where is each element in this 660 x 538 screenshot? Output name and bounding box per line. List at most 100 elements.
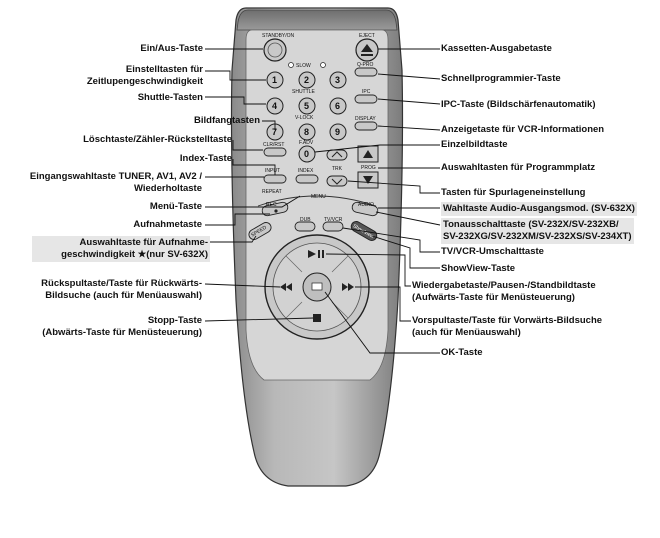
digit-button-8[interactable]: 8	[298, 123, 316, 141]
menu-arc	[257, 195, 377, 207]
leader-line	[377, 125, 441, 131]
digit-button-9[interactable]: 9	[329, 123, 347, 141]
label-prog: Auswahltasten für Programmplatz	[441, 162, 596, 173]
speed-button[interactable]	[247, 221, 273, 242]
slow-title: SLOW	[296, 63, 311, 69]
label-fadv: Einzelbildtaste	[441, 139, 508, 150]
label-index: Index-Taste	[179, 153, 232, 164]
label-menu: Menü-Taste	[149, 201, 202, 212]
digit-label: 5	[304, 101, 309, 111]
leader-line	[205, 70, 266, 81]
leader-line	[347, 180, 440, 194]
label-mute: Tonausschalttaste (SV-232X/SV-232XB/SV-2…	[441, 218, 634, 244]
label-trk: Tasten für Spurlageneinstellung	[441, 187, 586, 198]
leader-line	[232, 159, 276, 175]
rec-button[interactable]	[261, 201, 289, 217]
fadv-label: F.ADV	[299, 140, 314, 146]
trk-down-button[interactable]	[326, 175, 348, 187]
leader-line	[324, 291, 440, 354]
label-ok: OK-Taste	[441, 347, 483, 358]
leader-line	[325, 253, 411, 287]
vlock-title: V-LOCK	[295, 115, 314, 121]
leader-line	[314, 144, 440, 153]
remote-top-cap	[236, 9, 398, 31]
label-ipc: IPC-Taste (Bildschärfenautomatik)	[441, 99, 596, 110]
fadv-button[interactable]	[298, 145, 316, 163]
leader-line	[205, 213, 270, 226]
digit-button-2[interactable]: 2	[298, 71, 316, 89]
digit-label: 8	[304, 127, 309, 137]
digit-label: 1	[272, 75, 277, 85]
digit-label: 2	[304, 75, 309, 85]
leader-line	[262, 120, 276, 130]
digit-label: 7	[272, 127, 277, 137]
input-label: INPUT	[265, 168, 280, 174]
leader-line	[204, 317, 314, 322]
prog-up-button[interactable]	[357, 145, 379, 163]
fadv-digit-zero: 0	[304, 149, 309, 159]
trk-up-button[interactable]	[326, 149, 348, 161]
qpro-label: Q-PRO	[357, 62, 374, 68]
tvvcr-button[interactable]	[322, 221, 344, 232]
standby-button[interactable]	[263, 38, 287, 62]
prog-down-button[interactable]	[357, 171, 379, 189]
label-input: Eingangswahltaste TUNER, AV1, AV2 /Wiede…	[29, 171, 202, 194]
label-speed: Auswahltaste für Aufnahme-geschwindigkei…	[32, 236, 210, 262]
digit-button-4[interactable]: 4	[266, 97, 284, 115]
label-eject: Kassetten-Ausgabetaste	[441, 43, 552, 54]
digit-button-1[interactable]: 1	[266, 71, 284, 89]
leader-line	[375, 211, 441, 226]
eject-button[interactable]	[355, 38, 379, 62]
dub-label: DUB	[300, 217, 311, 223]
leader-line	[377, 73, 441, 80]
ok-button[interactable]	[302, 272, 332, 302]
digit-button-6[interactable]: 6	[329, 97, 347, 115]
digit-label: 3	[335, 75, 340, 85]
rewind-button[interactable]	[280, 283, 292, 291]
standby-label: STANDBY/ON	[262, 33, 295, 39]
rec-label: REC	[266, 202, 277, 208]
digit-label: 9	[335, 127, 340, 137]
leader-line	[210, 235, 257, 243]
eject-label: EJECT	[359, 33, 375, 39]
leader-line	[232, 140, 263, 151]
clrrst-label: CLR/RST	[263, 142, 284, 148]
display-button[interactable]	[354, 121, 378, 131]
prog-label: PROG	[361, 165, 376, 171]
digit-button-5[interactable]: 5	[298, 97, 316, 115]
label-tvvcr: TV/VCR-Umschalttaste	[441, 246, 544, 257]
digit-button-3[interactable]: 3	[329, 71, 347, 89]
audio-button[interactable]	[351, 201, 379, 217]
clrrst-button[interactable]	[263, 147, 287, 157]
label-shuttle-keys: Shuttle-Tasten	[137, 92, 203, 103]
label-fastforward: Vorspultaste/Taste für Vorwärts-Bildsuch…	[412, 315, 603, 338]
label-showview: ShowView-Taste	[441, 263, 516, 274]
leader-line	[205, 195, 301, 208]
leader-line	[371, 235, 440, 269]
stop-button[interactable]	[313, 314, 321, 322]
index-button[interactable]	[295, 174, 319, 184]
play-pause-button[interactable]	[308, 250, 324, 258]
tvvcr-label: TV/VCR	[324, 217, 343, 223]
label-audio: Wahltaste Audio-Ausgangsmod. (SV-632X)	[441, 202, 637, 216]
leader-line	[342, 227, 440, 253]
leader-line	[377, 98, 441, 105]
label-rewind: Rückspultaste/Taste für Rückwärts-Bildsu…	[41, 278, 202, 301]
input-button[interactable]	[263, 174, 287, 184]
label-play: Wiedergabetaste/Pausen-/Standbildtaste(A…	[412, 280, 596, 303]
fastforward-button[interactable]	[342, 283, 354, 291]
trk-label: TRK	[332, 166, 343, 172]
ipc-label: IPC	[362, 89, 371, 95]
shuttle-title: SHUTTLE	[292, 89, 315, 95]
qpro-button[interactable]	[354, 67, 378, 77]
leader-line	[205, 96, 266, 105]
leader-line	[204, 283, 281, 288]
ipc-button[interactable]	[354, 94, 378, 104]
digit-label: 6	[335, 101, 340, 111]
dub-button[interactable]	[294, 221, 316, 232]
label-vlock-keys: Bildfangtasten	[194, 115, 260, 126]
label-clrrst: Löschtaste/Zähler-Rückstelltaste	[83, 134, 232, 145]
label-qpro: Schnellprogrammier-Taste	[441, 73, 561, 84]
